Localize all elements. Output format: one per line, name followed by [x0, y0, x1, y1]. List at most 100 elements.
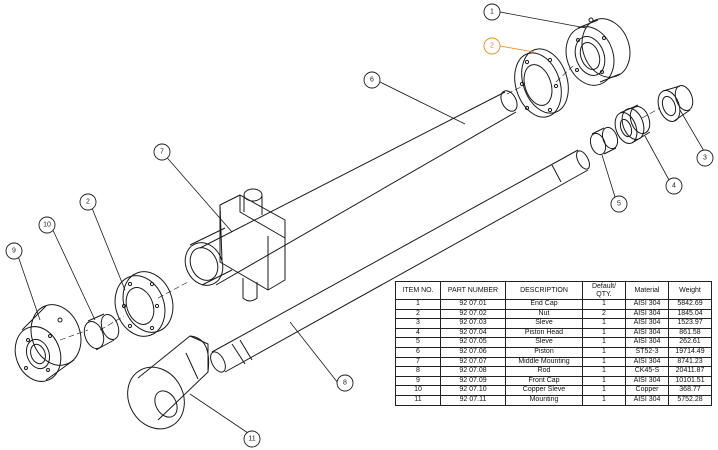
balloon-item-5[interactable]: 5 — [610, 195, 628, 213]
part-8-rod[interactable] — [208, 149, 593, 375]
bom-cell: 6 — [395, 346, 441, 358]
bom-cell: 92 07.08 — [440, 366, 506, 377]
bom-cell: 5842.69 — [668, 299, 712, 310]
part-6-barrel[interactable] — [199, 88, 520, 286]
part-1-end-cap[interactable] — [558, 12, 638, 92]
bom-cell: Front Cap — [505, 375, 583, 387]
bom-cell: 11 — [395, 394, 441, 406]
bom-cell: 92 07.11 — [440, 394, 506, 406]
bom-cell: Copper Sleve — [505, 385, 583, 396]
balloon-label: 11 — [248, 436, 255, 443]
balloon-item-2[interactable]: 2 — [79, 193, 97, 211]
balloon-label: 2 — [86, 199, 90, 206]
bom-cell: 92 07.02 — [440, 308, 506, 320]
part-10-copper-sleeve[interactable] — [81, 312, 122, 351]
bom-cell: 7 — [395, 356, 441, 368]
bom-cell: AISI 304 — [625, 308, 669, 320]
bom-header-cell: DESCRIPTION — [505, 281, 583, 300]
bom-cell: 8741.23 — [668, 356, 712, 368]
balloon-label: 1 — [490, 9, 494, 16]
bom-cell: 2 — [395, 308, 441, 320]
part-3-sleeve[interactable] — [654, 83, 696, 124]
bom-cell: End Cap — [505, 299, 583, 310]
balloon-item-2[interactable]: 2 — [483, 37, 501, 55]
bom-cell: AISI 304 — [625, 327, 669, 339]
balloon-label: 4 — [672, 183, 676, 190]
bom-cell: 1 — [582, 346, 626, 358]
bom-cell: 368.77 — [668, 385, 712, 396]
bom-cell: 4 — [395, 327, 441, 339]
bom-header-cell: PART NUMBER — [440, 281, 506, 300]
bom-cell: Piston Head — [505, 327, 583, 339]
balloon-label: 9 — [12, 248, 16, 255]
bom-cell: 861.58 — [668, 327, 712, 339]
balloon-label: 3 — [703, 155, 707, 162]
bom-cell: 92 07.06 — [440, 346, 506, 358]
bom-cell: 92 07.10 — [440, 385, 506, 396]
bom-cell: 1 — [582, 337, 626, 348]
balloon-item-9[interactable]: 9 — [5, 242, 23, 260]
balloon-item-10[interactable]: 10 — [38, 216, 56, 234]
balloon-label: 10 — [43, 222, 51, 229]
bom-cell: 1 — [582, 318, 626, 329]
bom-cell: AISI 304 — [625, 337, 669, 348]
bom-cell: Middle Mounting — [505, 356, 583, 368]
part-2-nut-upper[interactable] — [507, 43, 576, 123]
part-11-mounting[interactable] — [117, 335, 210, 439]
balloon-item-7[interactable]: 7 — [153, 143, 171, 161]
bom-cell: 8 — [395, 366, 441, 377]
part-4-piston-head[interactable] — [611, 104, 653, 147]
balloon-item-4[interactable]: 4 — [665, 177, 683, 195]
bom-header-cell: ITEM NO. — [395, 281, 441, 300]
bom-cell: AISI 304 — [625, 299, 669, 310]
bom-cell: Nut — [505, 308, 583, 320]
bom-cell: 262.61 — [668, 337, 712, 348]
bom-cell: 1 — [582, 327, 626, 339]
bom-cell: 5752.28 — [668, 394, 712, 406]
bom-cell: ST52-3 — [625, 346, 669, 358]
bom-cell: 19714.49 — [668, 346, 712, 358]
bom-cell: 3 — [395, 318, 441, 329]
balloon-item-1[interactable]: 1 — [483, 3, 501, 21]
bom-cell: Piston — [505, 346, 583, 358]
part-2-nut-lower[interactable] — [107, 265, 181, 344]
bom-cell: 92 07.07 — [440, 356, 506, 368]
balloon-item-11[interactable]: 11 — [243, 430, 261, 448]
bom-cell: AISI 304 — [625, 356, 669, 368]
bom-cell: AISI 304 — [625, 394, 669, 406]
balloon-label: 5 — [617, 201, 621, 208]
bom-cell: 1 — [582, 385, 626, 396]
bom-header-cell: Weight — [668, 281, 712, 300]
bom-header-cell: Material — [625, 281, 669, 300]
part-5-small-sleeve[interactable] — [588, 125, 621, 156]
balloon-label: 2 — [490, 43, 494, 50]
balloon-item-3[interactable]: 3 — [696, 149, 714, 167]
balloon-item-8[interactable]: 8 — [336, 374, 354, 392]
part-7-middle-mounting[interactable] — [178, 188, 286, 302]
bom-cell: 5 — [395, 337, 441, 348]
bom-cell: 1845.04 — [668, 308, 712, 320]
balloon-item-6[interactable]: 6 — [363, 71, 381, 89]
bom-cell: Sleve — [505, 318, 583, 329]
bom-cell: Mounting — [505, 394, 583, 406]
bom-cell: CK45-S — [625, 366, 669, 377]
bom-cell: AISI 304 — [625, 375, 669, 387]
bom-cell: 1 — [582, 356, 626, 368]
bom-cell: 92 07.09 — [440, 375, 506, 387]
part-9-front-cap[interactable] — [8, 298, 89, 388]
bom-cell: AISI 304 — [625, 318, 669, 329]
bom-cell: 92 07.03 — [440, 318, 506, 329]
